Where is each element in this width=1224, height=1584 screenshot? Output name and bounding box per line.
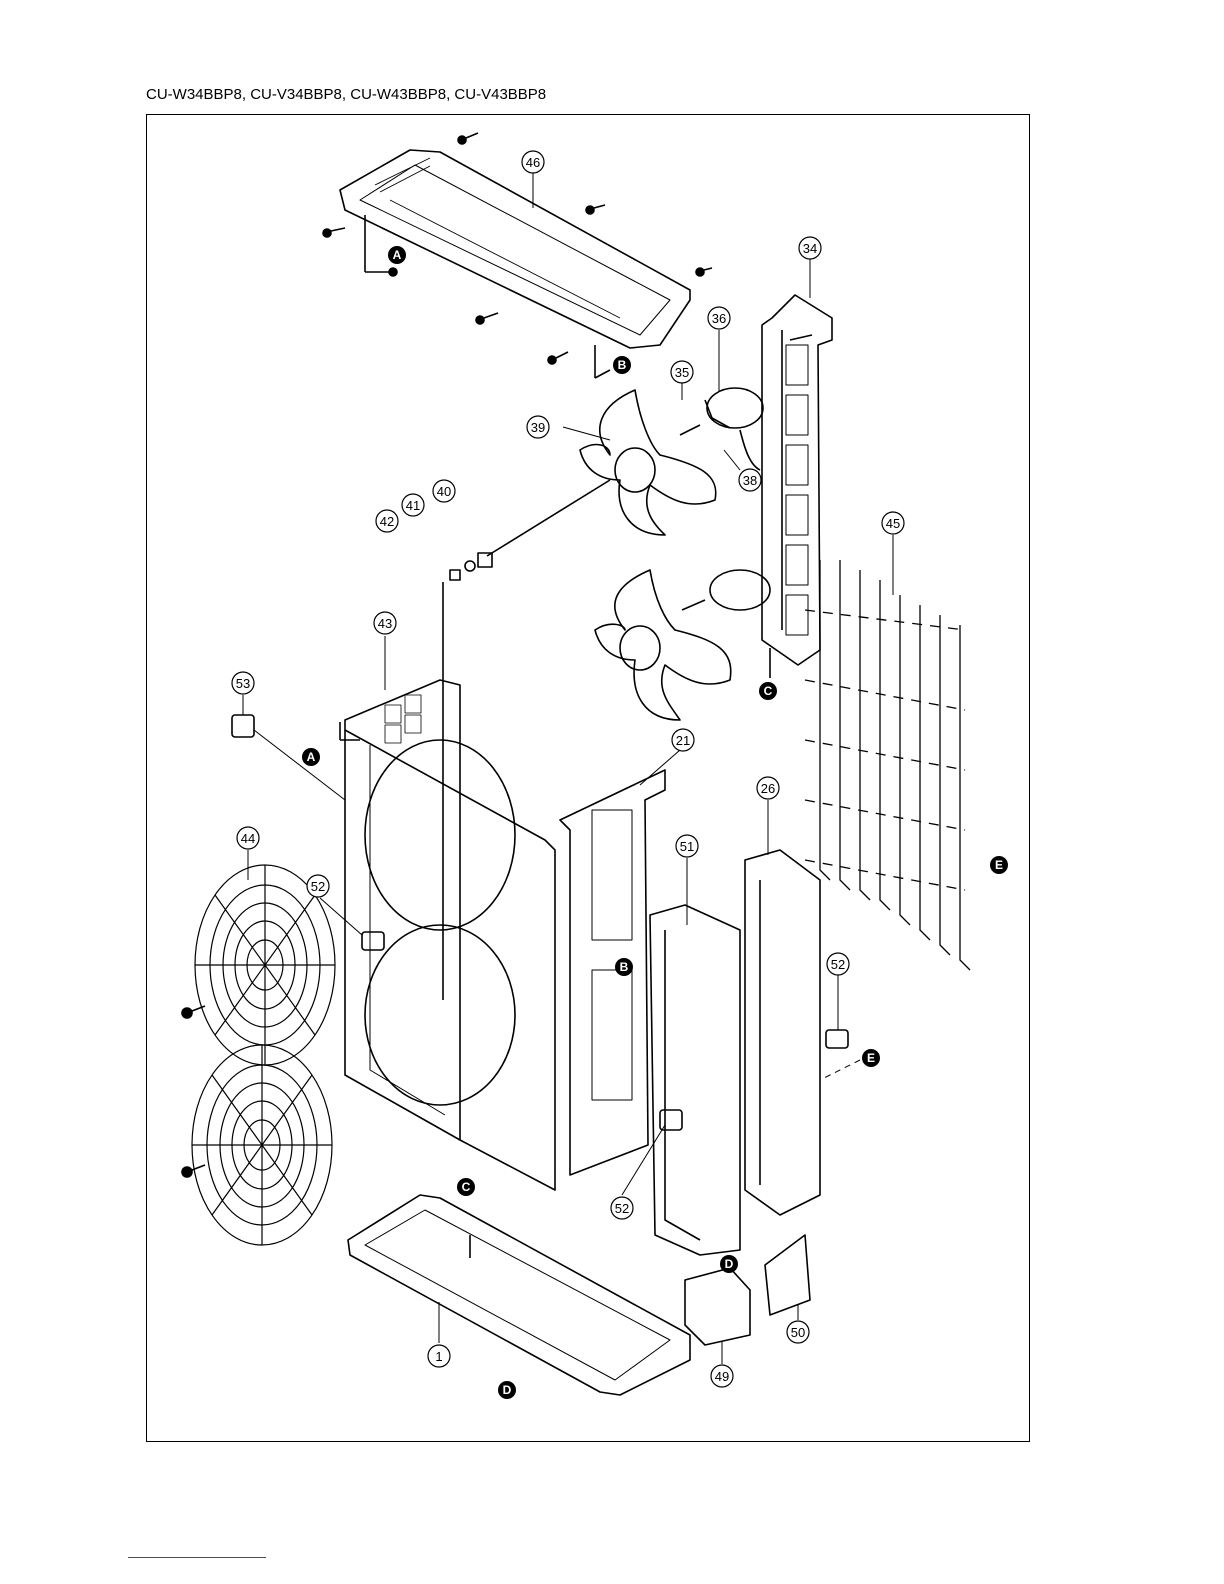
part-label-52-left: 52 bbox=[307, 875, 329, 897]
part-label-40: 40 bbox=[433, 480, 455, 502]
partition-plate-drawing bbox=[762, 295, 832, 678]
svg-text:49: 49 bbox=[715, 1369, 729, 1384]
svg-text:36: 36 bbox=[712, 311, 726, 326]
svg-text:41: 41 bbox=[406, 498, 420, 513]
svg-text:A: A bbox=[393, 248, 402, 262]
guard-screws bbox=[182, 1006, 205, 1177]
svg-text:52: 52 bbox=[311, 879, 325, 894]
svg-text:E: E bbox=[867, 1051, 875, 1065]
ref-marker-e-panel: E bbox=[862, 1049, 880, 1067]
part-label-50: 50 bbox=[787, 1321, 809, 1343]
part-label-51: 51 bbox=[676, 835, 698, 857]
svg-text:C: C bbox=[764, 684, 773, 698]
propeller-fan-upper-drawing bbox=[580, 390, 716, 535]
svg-text:52: 52 bbox=[615, 1201, 629, 1216]
ref-marker-e-guard: E bbox=[990, 856, 1008, 874]
ref-marker-d-cover: D bbox=[720, 1255, 738, 1273]
side-panel-drawing bbox=[650, 905, 740, 1255]
part-label-34: 34 bbox=[799, 237, 821, 259]
svg-text:34: 34 bbox=[803, 241, 817, 256]
ref-marker-c-partition: C bbox=[759, 682, 777, 700]
front-panel-drawing bbox=[340, 680, 555, 1190]
footer-rule bbox=[128, 1557, 266, 1558]
terminal-board-plate-drawing bbox=[765, 1235, 810, 1315]
wire-guard-drawing bbox=[805, 560, 970, 970]
svg-text:C: C bbox=[462, 1180, 471, 1194]
part-label-43: 43 bbox=[374, 612, 396, 634]
svg-text:40: 40 bbox=[437, 484, 451, 499]
svg-text:B: B bbox=[618, 358, 627, 372]
svg-text:D: D bbox=[725, 1257, 734, 1271]
part-label-49: 49 bbox=[711, 1365, 733, 1387]
part-label-21: 21 bbox=[672, 729, 694, 751]
svg-text:39: 39 bbox=[531, 420, 545, 435]
svg-text:A: A bbox=[307, 750, 316, 764]
svg-text:45: 45 bbox=[886, 516, 900, 531]
small-parts-drawing bbox=[232, 480, 848, 1130]
svg-text:D: D bbox=[503, 1383, 512, 1397]
svg-text:50: 50 bbox=[791, 1325, 805, 1340]
part-label-42: 42 bbox=[376, 510, 398, 532]
part-label-26: 26 bbox=[757, 777, 779, 799]
part-label-52-right: 52 bbox=[827, 953, 849, 975]
svg-text:46: 46 bbox=[526, 155, 540, 170]
ref-marker-b-plate: B bbox=[615, 958, 633, 976]
svg-text:51: 51 bbox=[680, 839, 694, 854]
svg-text:35: 35 bbox=[675, 365, 689, 380]
rear-panel-drawing bbox=[745, 850, 820, 1215]
ref-marker-b-top: B bbox=[613, 356, 631, 374]
part-label-36: 36 bbox=[708, 307, 730, 329]
top-panel-drawing bbox=[340, 150, 690, 378]
base-pan-drawing bbox=[348, 1195, 690, 1395]
svg-text:43: 43 bbox=[378, 616, 392, 631]
part-label-39: 39 bbox=[527, 416, 549, 438]
svg-text:53: 53 bbox=[236, 676, 250, 691]
fan-motor-lower-drawing bbox=[682, 570, 770, 610]
svg-text:44: 44 bbox=[241, 831, 255, 846]
part-label-44: 44 bbox=[237, 827, 259, 849]
fan-guard-lower-drawing bbox=[192, 1045, 332, 1245]
ref-marker-a-front: A bbox=[302, 748, 320, 766]
terminal-cover-drawing bbox=[685, 1268, 750, 1345]
ref-marker-c-base: C bbox=[457, 1178, 475, 1196]
fan-motor-upper-drawing bbox=[680, 388, 763, 470]
center-plate-drawing bbox=[560, 770, 665, 1175]
svg-text:42: 42 bbox=[380, 514, 394, 529]
part-label-38: 38 bbox=[739, 469, 761, 491]
ref-marker-a-top: A bbox=[388, 246, 406, 264]
svg-text:21: 21 bbox=[676, 733, 690, 748]
part-label-35: 35 bbox=[671, 361, 693, 383]
part-label-45: 45 bbox=[882, 512, 904, 534]
screws-top bbox=[323, 133, 712, 364]
part-label-41: 41 bbox=[402, 494, 424, 516]
svg-text:38: 38 bbox=[743, 473, 757, 488]
svg-text:26: 26 bbox=[761, 781, 775, 796]
svg-text:52: 52 bbox=[831, 957, 845, 972]
part-label-46: 46 bbox=[522, 151, 544, 173]
part-label-1: 1 bbox=[428, 1345, 450, 1367]
part-label-53: 53 bbox=[232, 672, 254, 694]
svg-text:1: 1 bbox=[435, 1349, 442, 1364]
svg-text:E: E bbox=[995, 858, 1003, 872]
part-label-52-center: 52 bbox=[611, 1197, 633, 1219]
ref-marker-d-base: D bbox=[498, 1381, 516, 1399]
leader-lines bbox=[243, 173, 893, 1364]
svg-text:B: B bbox=[620, 960, 629, 974]
